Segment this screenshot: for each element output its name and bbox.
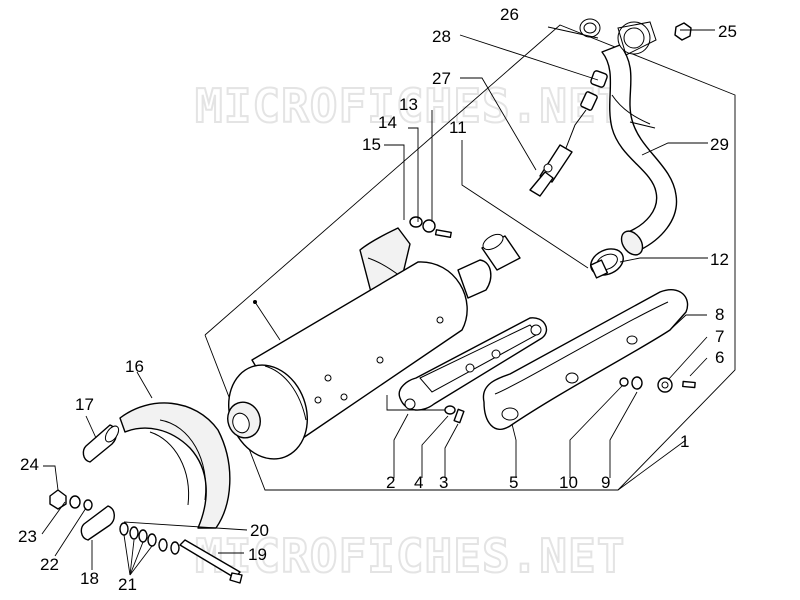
callout-24: 24 <box>20 455 39 474</box>
end-cap-guard <box>119 402 231 529</box>
spacer-18 <box>80 505 115 541</box>
callout-4: 4 <box>414 473 423 492</box>
lambda-sensor <box>529 70 608 197</box>
watermark-top: MICROFICHES.NET <box>195 79 625 133</box>
assembly-outline-2 <box>386 395 445 411</box>
gasket-ring-26 <box>579 18 601 38</box>
leader-lines <box>41 26 715 576</box>
callout-13: 13 <box>399 95 418 114</box>
bracket <box>398 317 548 411</box>
callout-25: 25 <box>718 22 737 41</box>
callout-7: 7 <box>715 327 724 346</box>
watermark-bottom: MICROFICHES.NET <box>195 529 625 583</box>
callout-5: 5 <box>509 473 518 492</box>
callout-28: 28 <box>432 27 451 46</box>
exhaust-header-pipe <box>601 21 678 256</box>
callout-3: 3 <box>439 473 448 492</box>
callout-23: 23 <box>18 527 37 546</box>
callout-18: 18 <box>80 569 99 588</box>
callout-15: 15 <box>362 135 381 154</box>
callout-1: 1 <box>680 432 689 451</box>
callout-16: 16 <box>125 357 144 376</box>
bolt-19 <box>179 539 243 584</box>
sleeve <box>481 233 521 271</box>
washers-21 <box>119 522 180 555</box>
callout-labels: 1 2 3 4 5 6 7 8 9 10 11 12 13 14 15 16 1… <box>18 5 737 594</box>
callout-27: 27 <box>432 69 451 88</box>
nut-25 <box>674 22 692 41</box>
callout-2: 2 <box>386 473 395 492</box>
heat-shield <box>482 289 689 430</box>
clamp <box>589 248 624 279</box>
callout-9: 9 <box>601 473 610 492</box>
washer-bolt-set-top <box>409 216 452 239</box>
callout-10: 10 <box>559 473 578 492</box>
callout-19: 19 <box>248 545 267 564</box>
callout-17: 17 <box>75 395 94 414</box>
callout-29: 29 <box>710 135 729 154</box>
callout-21: 21 <box>118 575 137 594</box>
assembly-outline-1 <box>204 24 736 491</box>
callout-12: 12 <box>710 250 729 269</box>
callout-14: 14 <box>378 113 397 132</box>
spacer-17 <box>82 424 120 463</box>
callout-8: 8 <box>715 305 724 324</box>
callout-22: 22 <box>40 555 59 574</box>
bolt-3-washer-4 <box>444 405 465 424</box>
callout-6: 6 <box>715 348 724 367</box>
muffler <box>227 227 492 460</box>
callout-26: 26 <box>500 5 519 24</box>
callout-11: 11 <box>449 118 467 137</box>
callout-20: 20 <box>250 521 269 540</box>
nut-24 <box>49 489 67 510</box>
washers-22-23 <box>69 495 93 511</box>
fasteners-6-10 <box>619 376 696 393</box>
